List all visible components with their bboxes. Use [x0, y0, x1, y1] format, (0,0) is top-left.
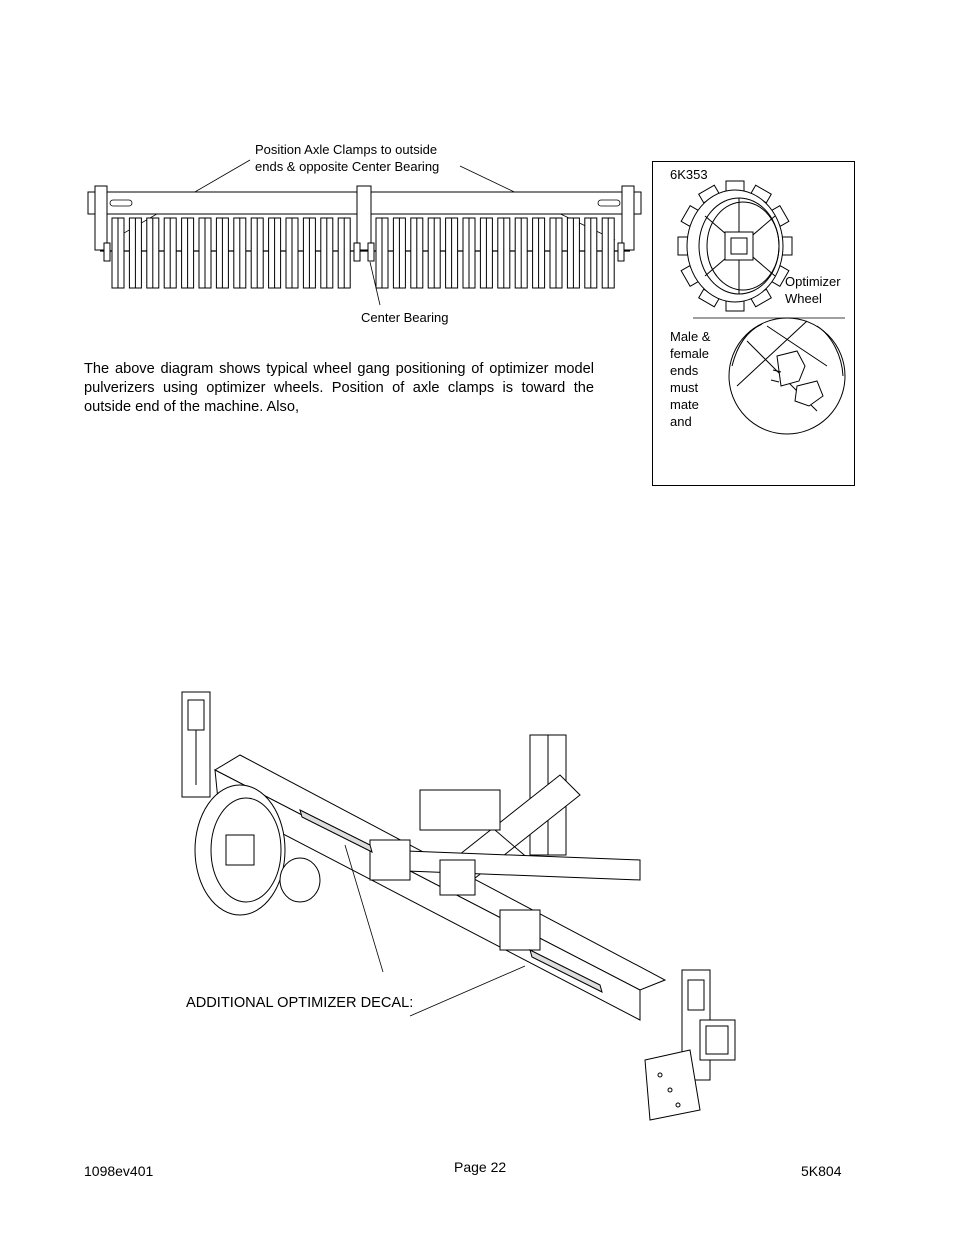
- paragraph-line-2: pulverizers using optimizer wheels. Posi…: [84, 380, 594, 396]
- description-paragraph: The above diagram shows typical wheel ga…: [84, 360, 594, 417]
- optimizer-wheel-label: Optimizer Wheel: [785, 273, 841, 307]
- footer-right-code: 5K804: [801, 1163, 842, 1179]
- mating-ends-detail: [728, 317, 846, 435]
- note-line-5: mate: [670, 397, 699, 412]
- axle-clamp-callout-line2: ends & opposite Center Bearing: [255, 159, 440, 174]
- note-line-4: must: [670, 380, 699, 395]
- note-line-3: ends: [670, 363, 699, 378]
- note-line-6: and: [670, 414, 692, 429]
- part-number: 6K353: [670, 167, 708, 182]
- note-line-2: female: [670, 346, 710, 361]
- optimizer-wheel-illustration: [677, 180, 845, 319]
- wheel-label-line1: Optimizer: [785, 274, 841, 289]
- axle-clamp-callout-line1: Position Axle Clamps to outside: [255, 142, 438, 157]
- footer-left-code: 1098ev401: [84, 1163, 154, 1179]
- optimizer-wheel-box: 6K353 Optimizer Wheel Male & female ends…: [652, 161, 855, 486]
- decal-label: ADDITIONAL OPTIMIZER DECAL:: [186, 995, 414, 1011]
- mating-note: Male & female ends must mate and: [670, 328, 710, 430]
- page-number: Page 22: [454, 1159, 507, 1175]
- paragraph-line-3: outside end of the machine. Also,: [84, 399, 299, 415]
- note-line-1: Male &: [670, 329, 711, 344]
- pulverizer-frame-illustration: [181, 691, 736, 1121]
- wheel-label-line2: Wheel: [785, 291, 822, 306]
- center-bearing-callout: Center Bearing: [361, 310, 449, 325]
- wheel-gang-diagram: [87, 159, 642, 306]
- paragraph-line-1: The above diagram shows typical wheel ga…: [84, 361, 594, 377]
